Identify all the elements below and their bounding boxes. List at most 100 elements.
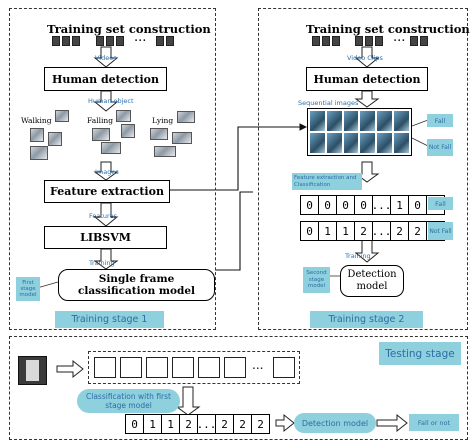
stage1-human-detection-box: Human detection [44,67,167,91]
row-cell: 0 [354,195,373,215]
test-frame [94,357,116,378]
stage1-training-label: Training [89,259,115,267]
fall-pointer [411,119,429,127]
second-stage-model-tag: Second stage model [303,267,330,293]
model-link-bottom [215,191,253,271]
falling-image [116,110,131,122]
sequence-fall-tag: Fall [427,114,453,127]
walking-image [30,128,44,142]
lying-image [150,128,168,140]
row-cell: 2 [408,221,427,241]
video-clips-label: Video Clips [347,54,383,62]
training-stage-2-label: Training stage 2 [310,311,423,328]
sequence-frame [377,133,393,153]
sequence-frame [343,133,359,153]
training-stage-1-label: Training stage 1 [55,311,164,328]
walking-image [30,146,48,160]
row-cell: 0 [300,221,319,241]
lying-label: Lying [152,116,174,125]
training-stage-1-panel [9,8,216,330]
stage1-flow-arrows [93,46,119,270]
images-label: Images [95,168,119,176]
row-cell: 1 [336,221,355,241]
fall-or-not-tag: Fall or not [409,414,459,431]
row-cell: 0 [408,195,427,215]
row-cell: 0 [336,195,355,215]
row2-not-fall-tag: Not Fall [428,222,453,240]
test-frame-ellipsis: ... [252,358,264,372]
sequence-frame [326,111,342,131]
feature-extraction-box: Feature extraction [44,180,170,203]
test-detection-model-tag: Detection model [294,413,376,433]
stage2-film-left-icon [312,36,340,46]
stage1-videos-label: Videos [95,54,117,62]
stage2-detection-model-box: Detection model [340,265,404,297]
test-frame [224,357,246,378]
test-frame [172,357,194,378]
walking-image [55,110,69,122]
sequential-images-label: Sequential images [298,99,359,107]
stage2-human-detection-box: Human detection [306,67,428,91]
row-cell: 2 [179,414,198,434]
sequence-frame [343,111,359,131]
row-cell: 1 [161,414,180,434]
walking-image [48,132,62,146]
stage1-ellipsis: ... [134,30,147,45]
test-frame-sequence: ... [88,351,300,384]
first-stage-model-tag: First stage model [16,277,40,301]
testing-stage-panel [9,336,468,440]
sequence-frame [310,111,325,131]
row-cell: 0 [318,195,337,215]
row-cell: 1 [390,195,409,215]
stage2-training-label: Training [345,252,371,260]
stage2-flow-arrows [354,46,380,263]
features-label: Features [89,212,117,220]
stage1-title: Training set construction [47,22,211,36]
test-video-icon [18,356,47,385]
stage1-film-mid-icon [96,36,124,46]
sequence-frame [360,133,376,153]
test-video-frame [26,360,39,381]
features-to-stage2-arrow [170,123,308,191]
testing-stage-label: Testing stage [379,342,461,365]
libsvm-box: LIBSVM [44,226,167,249]
sequential-images-grid [307,108,412,156]
row-cell: 2 [354,221,373,241]
row-cell: 0 [125,414,144,434]
lying-image [154,146,176,157]
falling-image [92,128,110,141]
stage2-title: Training set construction [306,22,470,36]
sequence-frame [360,111,376,131]
row-cell: 2 [251,414,270,434]
sequence-frame [394,111,409,131]
sequence-frame [394,133,409,153]
row-cell: 2 [215,414,234,434]
stage1-film-right-icon [156,36,174,46]
test-result-row: 0 1 1 2 ... 2 2 2 [125,414,270,434]
sequence-frame [310,133,325,153]
row-cell: ... [372,221,391,241]
test-frame [120,357,142,378]
training-stage-2-panel [258,8,468,330]
single-frame-model-box: Single frame classification model [58,269,215,301]
test-frame [146,357,168,378]
human-object-label: Human object [88,97,134,105]
stage2-not-fall-row: 0 1 1 2 ... 2 2 2 [300,221,445,241]
walking-label: Walking [21,116,52,125]
stage2-film-mid-icon [355,36,383,46]
test-frame [198,357,220,378]
first-stage-pointer [36,281,59,289]
feature-extraction-classification-tag: Feature extraction and Classification [292,173,362,190]
sequence-frame [377,111,393,131]
row-cell: ... [372,195,391,215]
not-fall-pointer [411,137,429,147]
sequence-frame [326,133,342,153]
row1-fall-tag: Fall [428,197,453,210]
lying-image [172,132,192,144]
test-frame [273,357,295,378]
stage2-ellipsis: ... [393,30,406,45]
row-cell: 2 [233,414,252,434]
falling-image [101,142,121,154]
falling-image [121,124,135,138]
